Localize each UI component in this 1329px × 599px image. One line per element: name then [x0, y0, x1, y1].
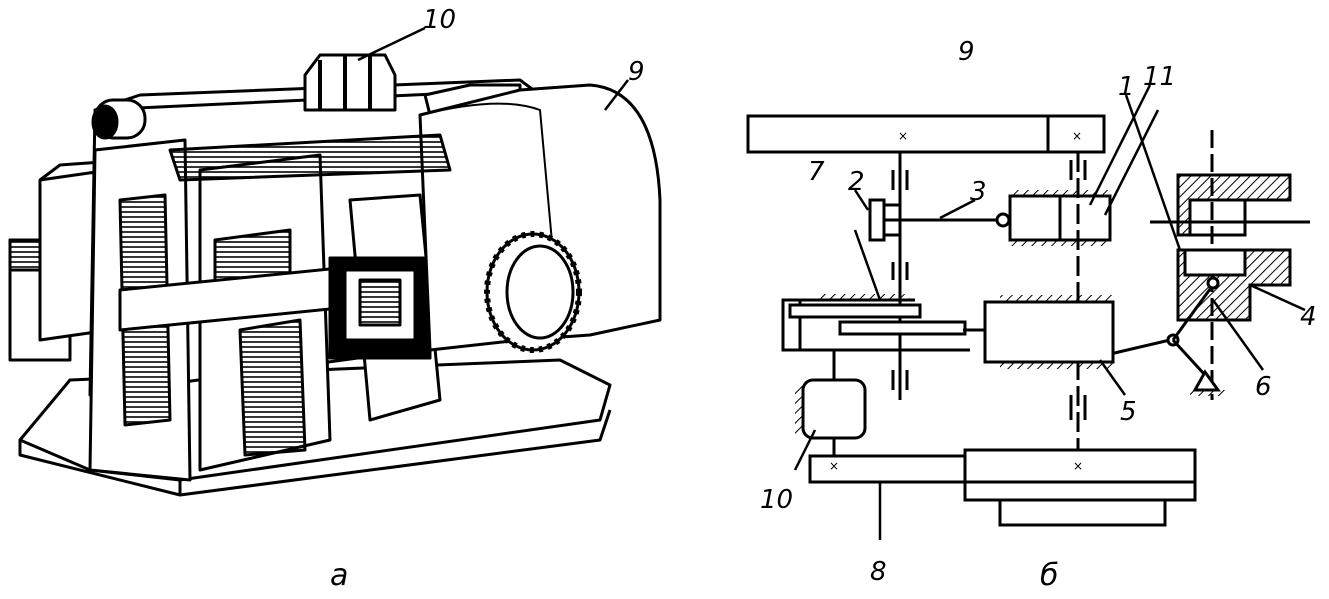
svg-text:×: × — [1073, 459, 1083, 473]
panel-a-leader-lines — [357, 26, 629, 111]
label-3-rod: 3 — [970, 177, 987, 207]
svg-text:×: × — [898, 129, 908, 143]
label-6-linkage: 6 — [1255, 372, 1272, 402]
label-7-clutch: 7 — [808, 157, 825, 187]
label-2-crank: 2 — [848, 167, 865, 197]
panel-b-leader-lines — [793, 84, 1306, 540]
panel-b-schematic: × × — [746, 114, 1310, 527]
label-8-belt: 8 — [870, 557, 887, 587]
svg-text:×: × — [829, 459, 839, 473]
label-9-housing-a: 9 — [628, 57, 645, 87]
label-9-gear-b: 9 — [958, 37, 975, 67]
caption-panel-b: б — [1040, 558, 1059, 593]
caption-panel-a: а — [330, 558, 348, 593]
panel-a-machine-drawing — [8, 53, 662, 497]
svg-text:×: × — [1072, 129, 1082, 143]
label-10-motor-a: 10 — [423, 5, 456, 35]
label-10-motor-b: 10 — [760, 485, 793, 515]
label-4: 4 — [1300, 302, 1317, 332]
label-1: 1 — [1118, 72, 1135, 102]
label-5-cylinder: 5 — [1120, 397, 1137, 427]
label-11-cylinder: 11 — [1143, 62, 1176, 92]
